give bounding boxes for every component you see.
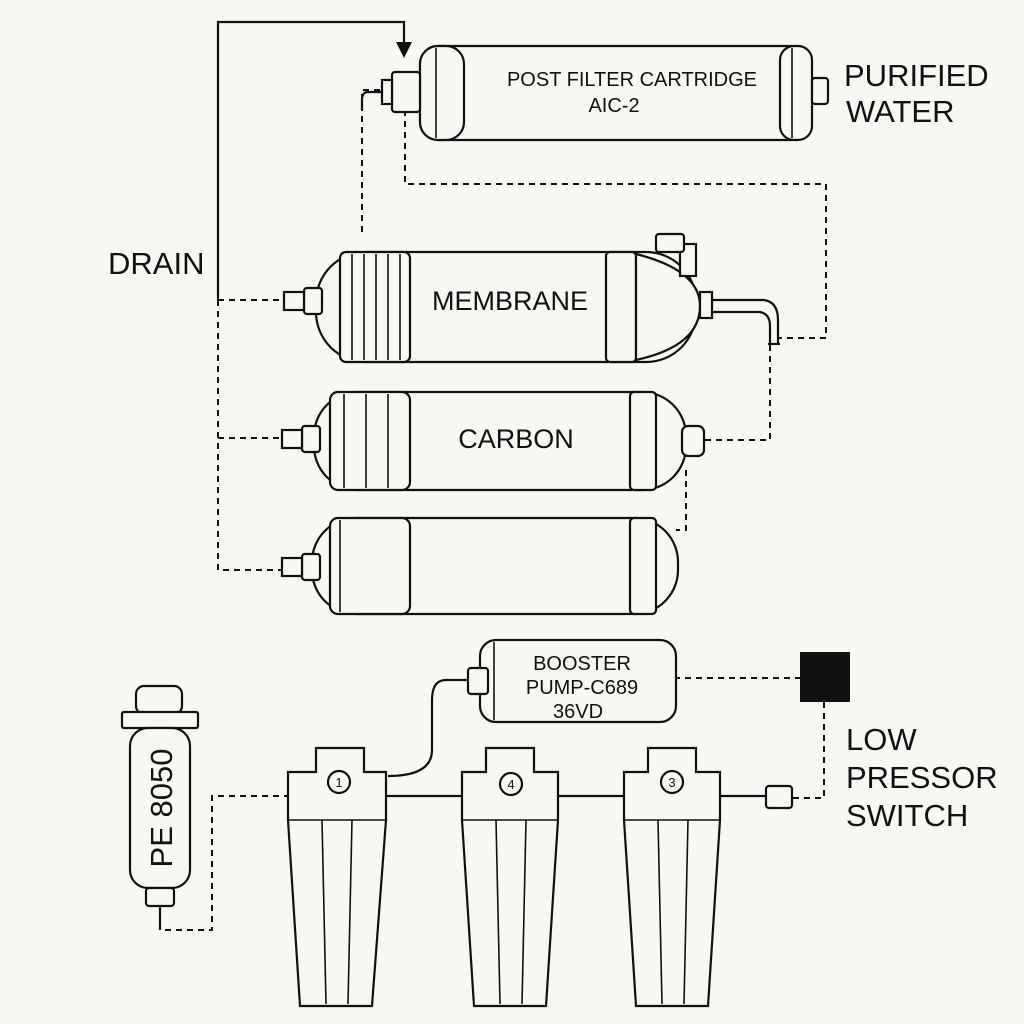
stage-housing-1: 1 — [286, 746, 388, 1008]
membrane-housing: MEMBRANE — [282, 232, 780, 364]
post-filter-label-line1: POST FILTER CARTRIDGE — [507, 69, 757, 91]
stage-housing-4: 4 — [460, 746, 560, 1008]
low-pressure-switch — [800, 652, 850, 702]
post-filter-cartridge: POST FILTER CARTRIDGE AIC-2 — [360, 44, 830, 142]
stage-number-4: 4 — [507, 777, 514, 792]
booster-pump: BOOSTER PUMP-C689 36VD — [466, 638, 678, 724]
booster-label-line1: BOOSTER — [533, 653, 631, 675]
pump-hose — [387, 678, 468, 778]
drain-label: DRAIN — [108, 246, 204, 281]
post-filter-label-line2: AIC-2 — [588, 95, 639, 117]
switch-fitting — [764, 784, 794, 810]
drain-line — [216, 20, 412, 300]
stage-number-1: 1 — [335, 775, 342, 790]
pe-label: PE 8050 — [144, 749, 179, 868]
low-label-line2: PRESSOR — [846, 760, 998, 795]
carbon-housing: CARBON — [280, 390, 706, 492]
connection-lines — [160, 89, 827, 931]
carbon-label: CARBON — [458, 424, 574, 454]
purified-water-label-line2: WATER — [846, 94, 955, 129]
booster-label-line2: PUMP-C689 — [526, 677, 638, 699]
sediment-housing — [280, 516, 680, 616]
stage-number-3: 3 — [668, 775, 675, 790]
booster-label-line3: 36VD — [553, 701, 603, 723]
pe-prefilter: PE 8050 — [120, 684, 200, 930]
low-label-line3: SWITCH — [846, 798, 968, 833]
purified-water-label-line1: PURIFIED — [844, 58, 989, 93]
stage-housing-3: 3 — [622, 746, 722, 1008]
low-label-line1: LOW — [846, 722, 917, 757]
membrane-label: MEMBRANE — [432, 286, 588, 316]
